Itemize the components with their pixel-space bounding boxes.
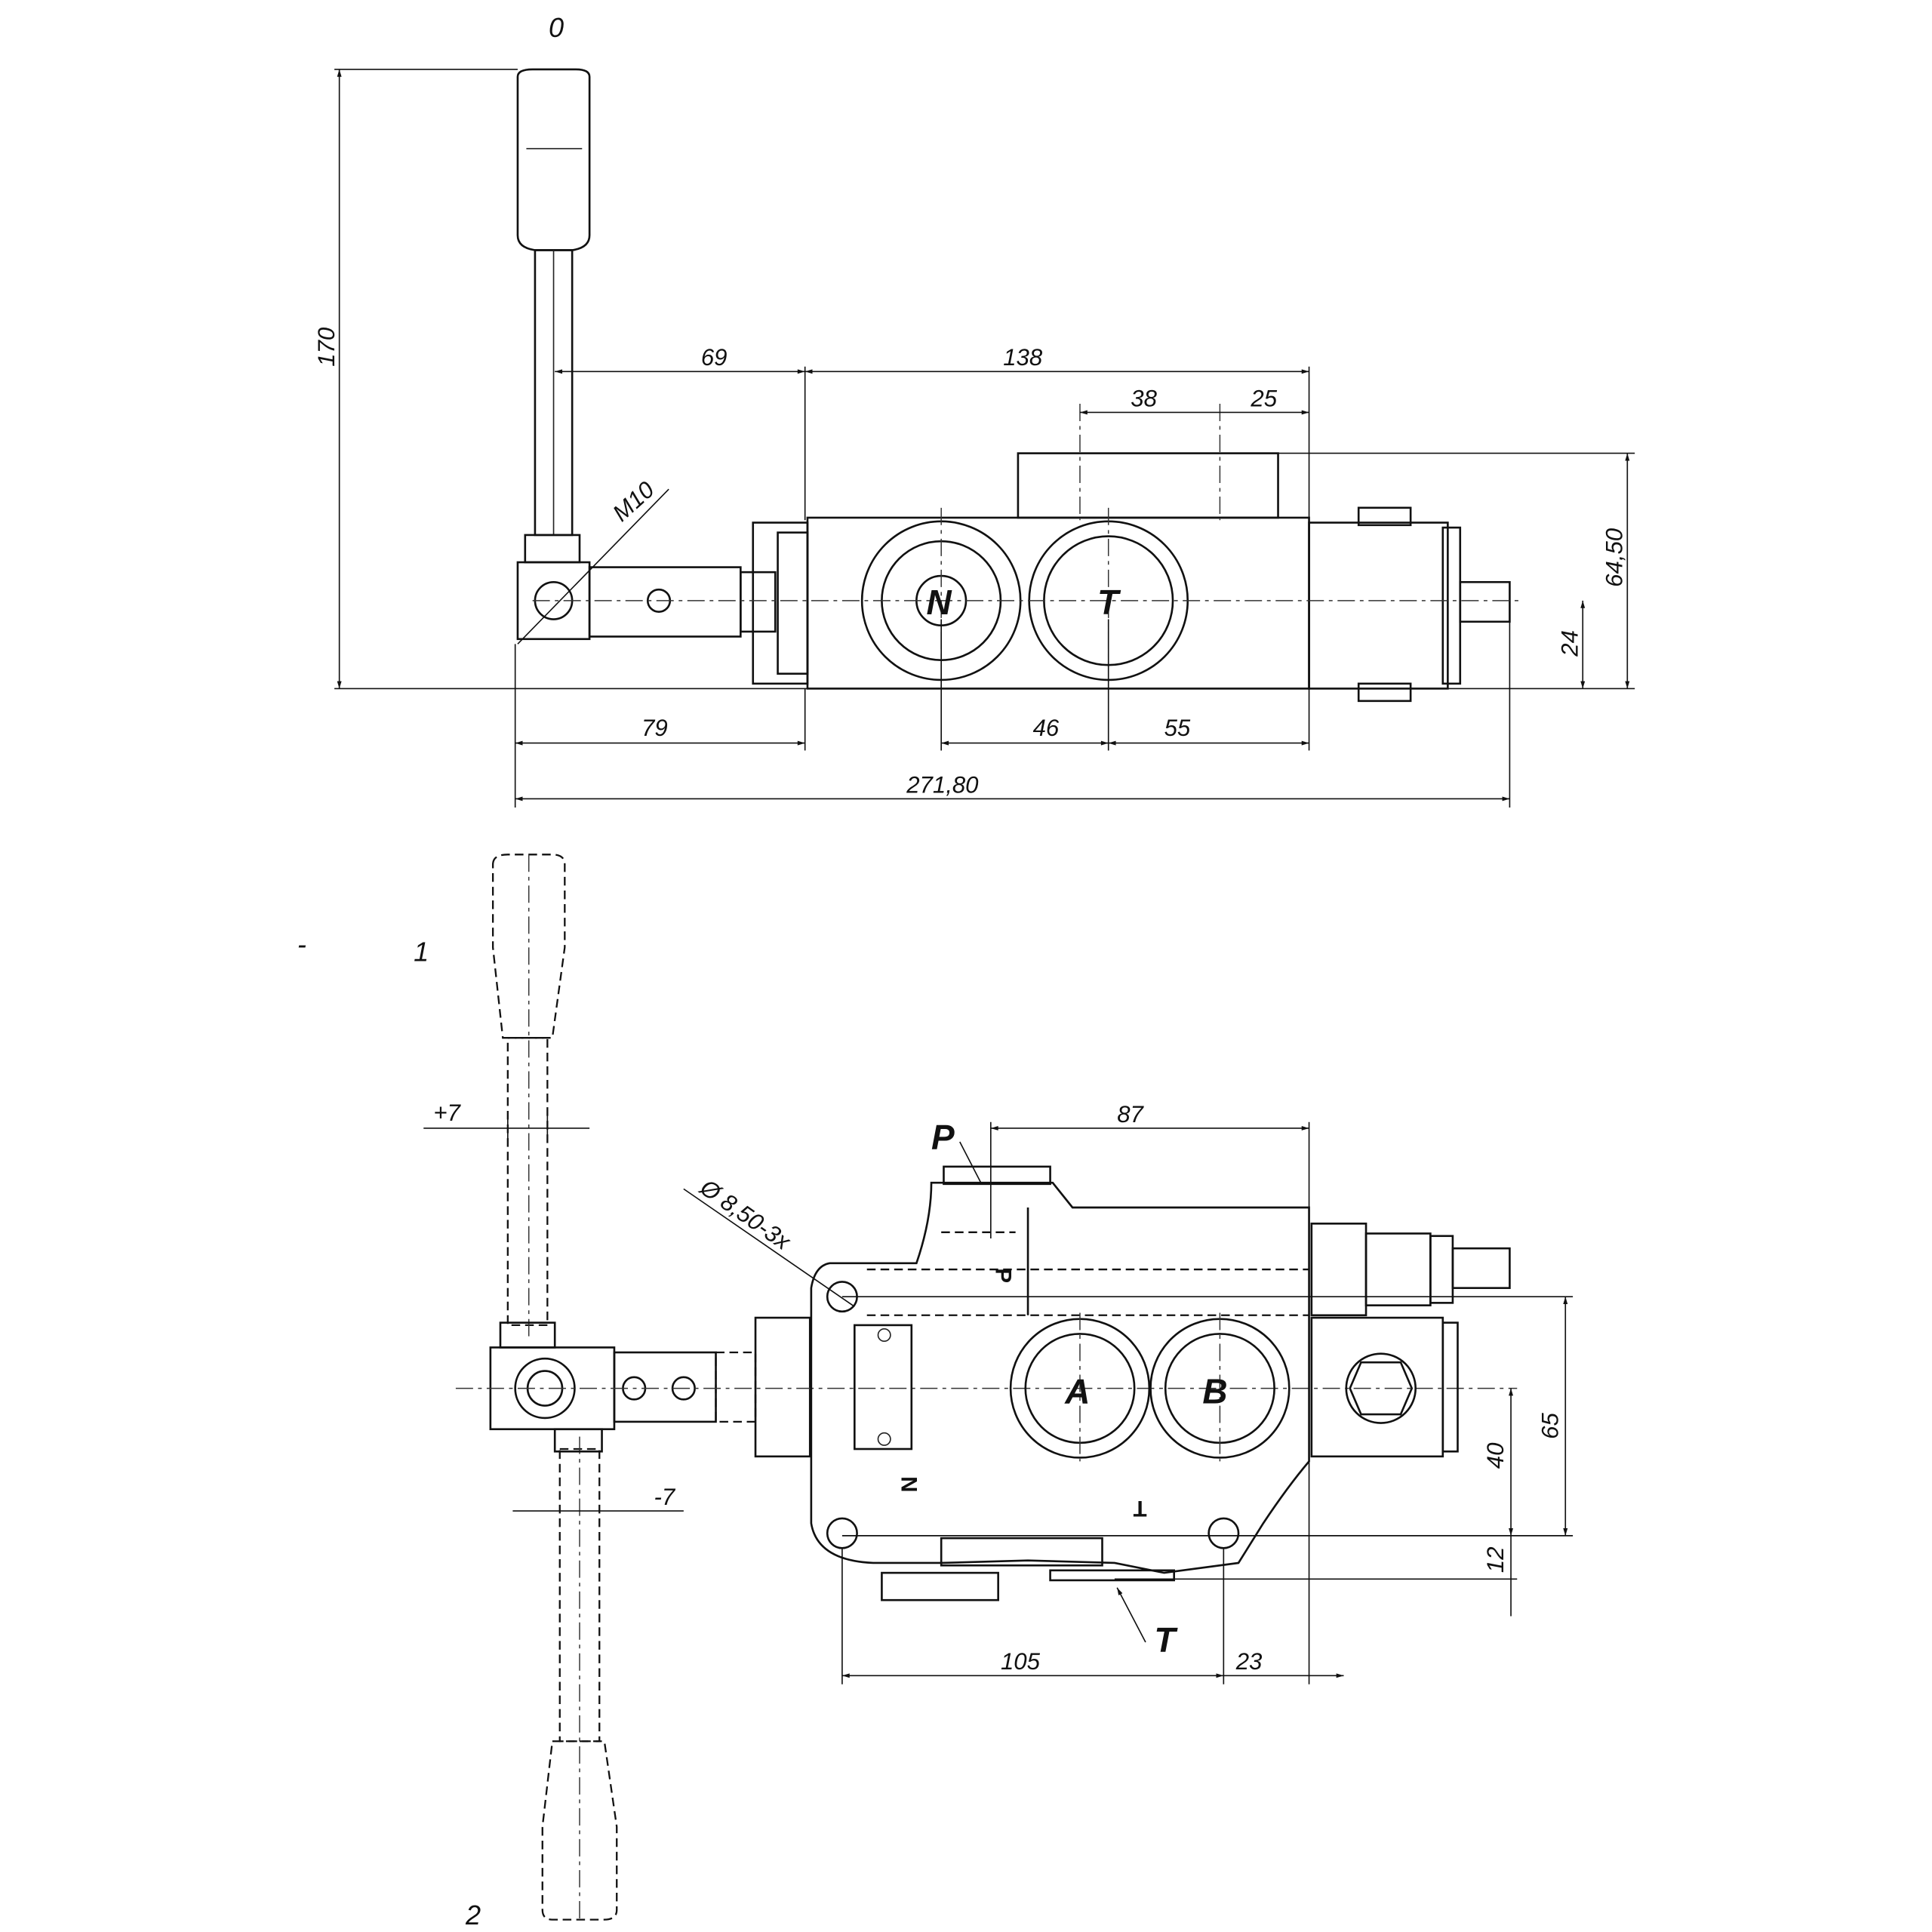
port-b-label: B: [1202, 1371, 1227, 1411]
port-a-label: A: [1064, 1371, 1090, 1411]
port-t-label: T: [1097, 583, 1121, 622]
dim-64-50: 64,50: [1601, 528, 1628, 587]
position-dash: -: [297, 929, 306, 960]
port-t-bottom-label: T: [1154, 1620, 1178, 1660]
lever-pivot: [455, 1316, 1518, 1458]
port-n-label: N: [926, 583, 952, 622]
dim-271-80: 271,80: [906, 771, 979, 798]
dim-79: 79: [641, 715, 668, 741]
lever-position-1: [491, 854, 566, 1338]
small-t-mark: T: [1134, 1496, 1147, 1521]
dim-69: 69: [701, 344, 728, 371]
dim-12: 12: [1482, 1546, 1509, 1573]
dim-plus-7: +7: [433, 1100, 461, 1126]
top-dimensions: 170 69 138 38 25 M10 64,50 24: [313, 69, 1635, 808]
top-view: 0: [313, 12, 1635, 808]
position-label-0: 0: [549, 12, 564, 43]
dim-170: 170: [313, 327, 340, 367]
position-label-1: 1: [414, 936, 429, 967]
dim-m10: M10: [608, 476, 660, 527]
lever-position-2: [541, 1436, 618, 1921]
port-p-label: P: [931, 1118, 955, 1157]
small-p-mark: P: [990, 1268, 1015, 1283]
dim-46: 46: [1033, 715, 1060, 741]
valve-body-top: N T: [532, 403, 1524, 703]
dim-105: 105: [1001, 1648, 1041, 1675]
dim-138: 138: [1003, 344, 1043, 371]
lever-handle: [516, 68, 777, 641]
dim-87: 87: [1117, 1101, 1144, 1128]
position-label-2: 2: [465, 1900, 481, 1930]
dim-24: 24: [1557, 630, 1583, 657]
dim-minus-7: -7: [654, 1484, 675, 1510]
valve-body-front: A B N T P: [810, 1165, 1511, 1601]
dim-mount-hole: Ø 8,50-3x: [695, 1174, 796, 1256]
dim-38: 38: [1131, 385, 1157, 411]
dim-25: 25: [1250, 385, 1277, 411]
small-n-mark: N: [897, 1476, 921, 1492]
dim-65: 65: [1537, 1413, 1563, 1439]
dim-40: 40: [1482, 1442, 1509, 1469]
dim-55: 55: [1164, 715, 1191, 741]
front-view: - 1 2: [297, 854, 1574, 1930]
dim-23: 23: [1235, 1648, 1263, 1675]
